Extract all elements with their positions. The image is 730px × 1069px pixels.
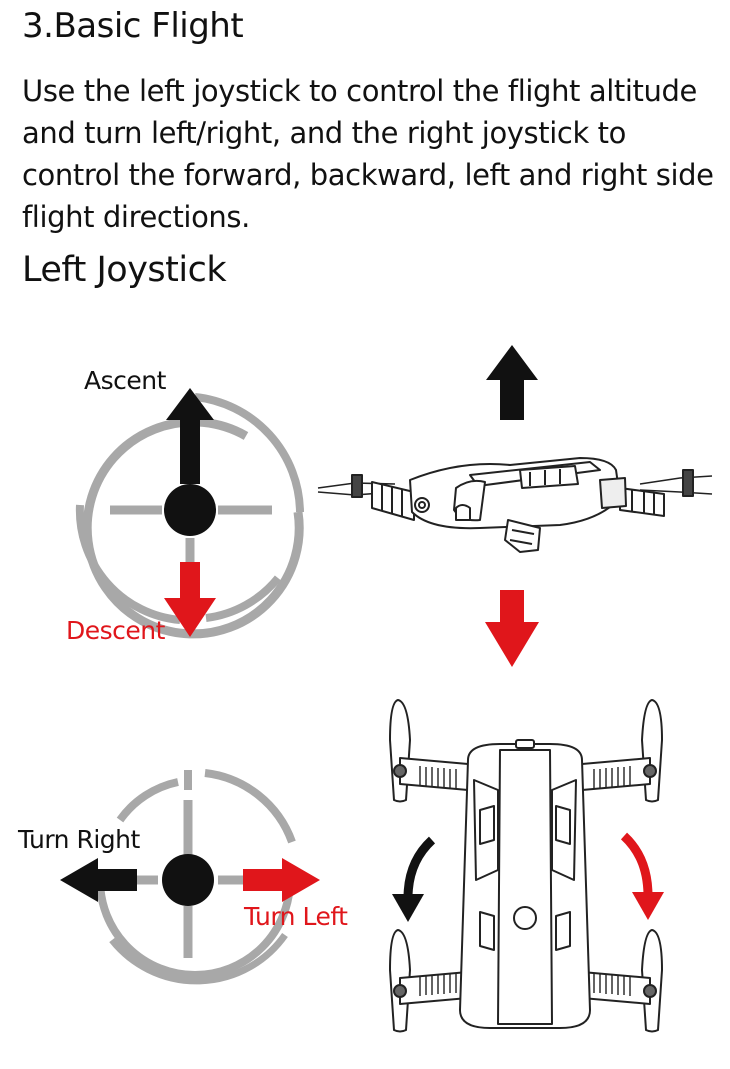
arrow-down-icon <box>485 590 539 667</box>
drone-side-view-icon <box>317 457 713 553</box>
arrow-right-icon <box>243 858 320 902</box>
arrow-down-icon <box>164 562 216 637</box>
left-joystick-title: Left Joystick <box>22 250 227 290</box>
arrow-up-icon <box>166 388 214 484</box>
rotate-ccw-icon <box>392 836 436 922</box>
section-title: 3.Basic Flight <box>22 6 244 46</box>
joystick-knob <box>162 854 214 906</box>
arrow-left-icon <box>60 858 137 902</box>
turn-right-label: Turn Right <box>18 825 140 854</box>
joystick-knob <box>164 484 216 536</box>
ascent-label: Ascent <box>84 366 166 395</box>
turn-left-label: Turn Left <box>244 902 348 931</box>
section-description: Use the left joystick to control the fli… <box>22 74 714 234</box>
rotate-cw-icon <box>620 832 664 920</box>
descent-label: Descent <box>66 616 165 645</box>
drone-top-view-icon <box>389 699 663 1033</box>
joystick-icon <box>96 769 296 985</box>
arrow-up-icon <box>486 345 538 420</box>
